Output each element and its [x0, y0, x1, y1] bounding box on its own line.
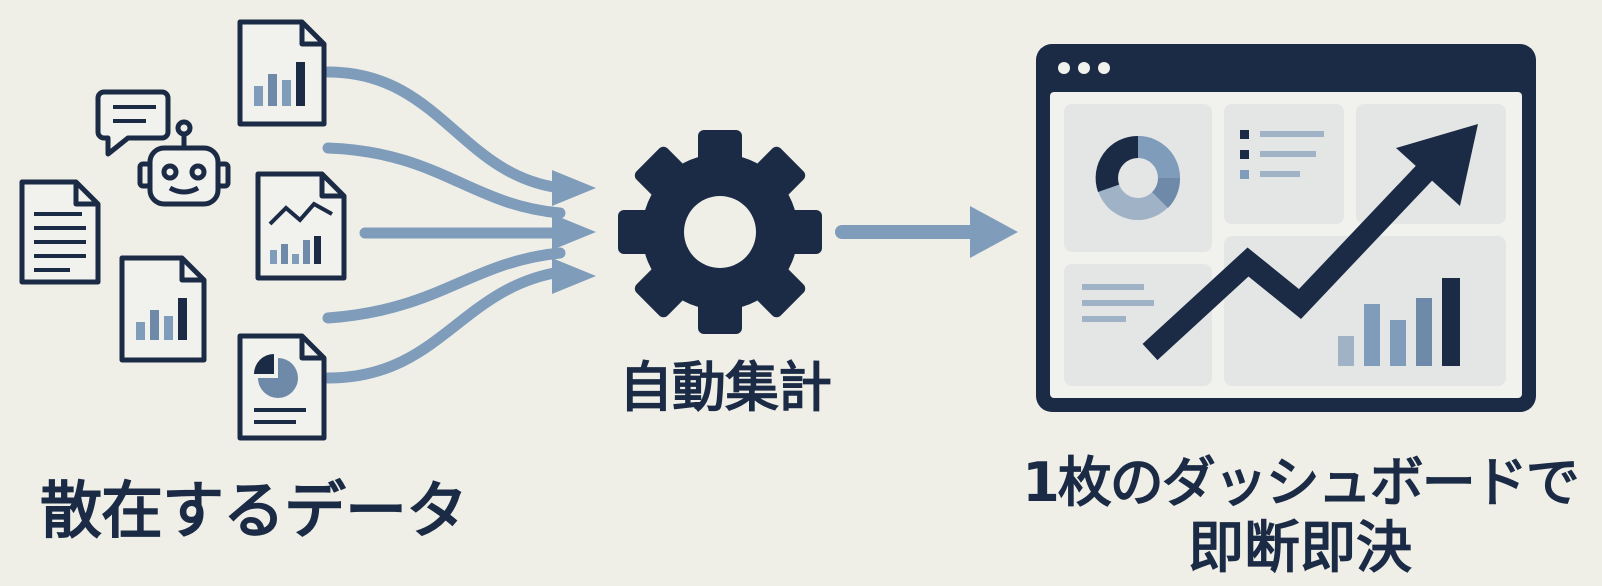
gear-icon	[618, 130, 822, 334]
document-pie-chart-icon	[237, 333, 327, 441]
document-bar-chart-icon	[237, 19, 327, 127]
dashboard-window-icon	[1036, 44, 1536, 412]
trend-arrow-icon	[1142, 124, 1478, 361]
bar-chart-icon	[1338, 278, 1460, 366]
source-label: 散在するデータ	[40, 474, 468, 547]
output-label-line1: 1枚のダッシュボードで	[1022, 451, 1580, 514]
document-line-chart-icon	[255, 171, 347, 281]
donut-chart-icon	[1095, 135, 1181, 220]
document-text-icon	[19, 179, 101, 285]
output-arrow	[835, 206, 1018, 258]
flow-line-1	[322, 66, 566, 194]
incoming-arrowheads	[552, 170, 596, 294]
list-icon	[1240, 130, 1324, 179]
text-lines-icon	[1082, 284, 1154, 322]
chat-bubble-icon	[95, 89, 171, 157]
robot-icon	[137, 119, 231, 207]
process-label: 自動集計	[619, 356, 832, 419]
flow-line-2	[322, 142, 566, 219]
incoming-flow-arrows	[322, 66, 566, 384]
flow-line-4	[322, 247, 566, 324]
output-label-line2: 即断即決	[1188, 516, 1412, 581]
flow-line-5	[322, 266, 566, 384]
document-bar-chart-icon	[119, 255, 207, 363]
